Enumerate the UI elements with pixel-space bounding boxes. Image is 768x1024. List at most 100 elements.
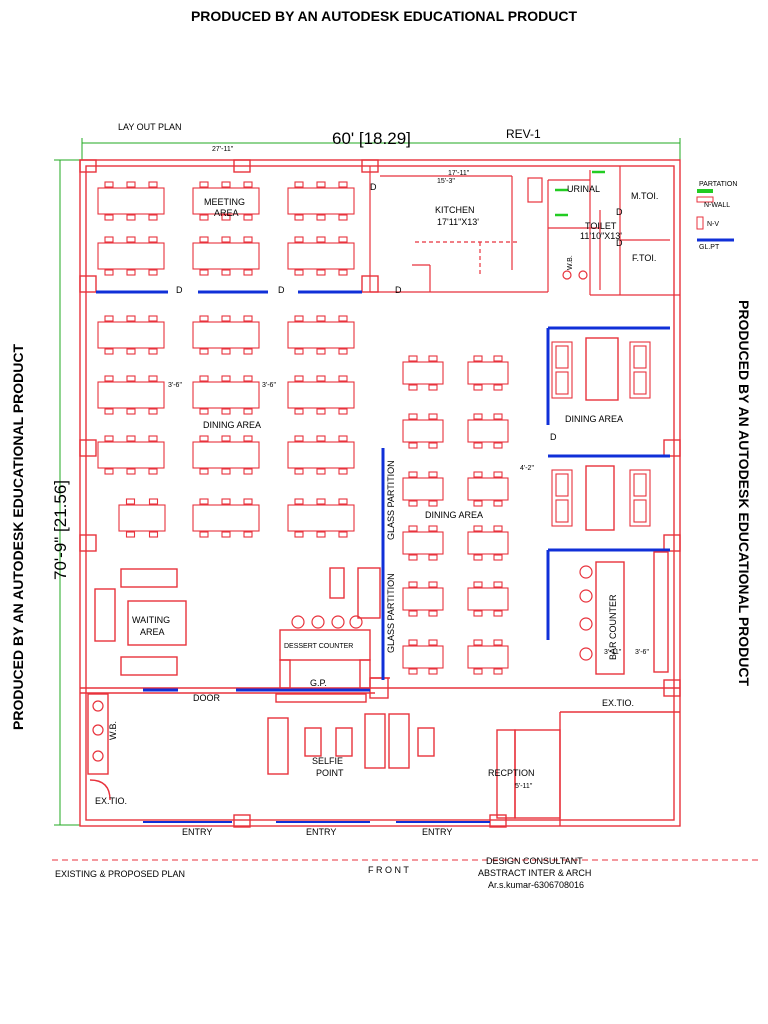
- table-top: [402, 531, 444, 555]
- long-table: [287, 236, 355, 276]
- chair: [473, 355, 483, 362]
- chair: [493, 668, 503, 675]
- wash-basin: [92, 750, 104, 762]
- sofa: [629, 469, 651, 527]
- door-mark-3: D: [395, 285, 402, 295]
- counter-stool: [349, 615, 363, 629]
- plan-title: LAY OUT PLAN: [118, 122, 182, 132]
- long-table: [287, 181, 355, 221]
- chair: [338, 435, 348, 442]
- table-top: [402, 587, 444, 611]
- counter-stool: [291, 615, 305, 629]
- chair: [221, 498, 231, 505]
- door-mark-5: D: [616, 207, 623, 217]
- sofa: [551, 341, 573, 399]
- chair: [493, 639, 503, 646]
- chair: [148, 181, 158, 188]
- chair: [473, 500, 483, 507]
- chair: [294, 408, 304, 415]
- chair: [199, 531, 209, 538]
- long-table: [192, 435, 260, 475]
- chair: [408, 355, 418, 362]
- long-table: [97, 375, 165, 415]
- chair: [408, 610, 418, 617]
- chair: [243, 375, 253, 382]
- chair: [294, 315, 304, 322]
- dining-area-left-label: DINING AREA: [203, 420, 261, 430]
- chair: [428, 471, 438, 478]
- chair: [473, 413, 483, 420]
- chair: [148, 236, 158, 243]
- chair: [294, 435, 304, 442]
- chair: [473, 554, 483, 561]
- chair: [294, 468, 304, 475]
- height-dimension: 70'-9" [21.56]: [51, 480, 70, 580]
- wb-top-label: W.B.: [567, 255, 574, 270]
- chair: [126, 468, 136, 475]
- small-table: [402, 525, 444, 561]
- glass-partition-label-2: GLASS PARTITION: [386, 573, 396, 653]
- long-table: [97, 315, 165, 355]
- sofa-cushion: [555, 473, 569, 497]
- chair: [316, 468, 326, 475]
- toilet-label: TOILET: [585, 221, 617, 231]
- chair: [243, 315, 253, 322]
- sofa-cushion: [633, 345, 647, 369]
- table-top: [402, 645, 444, 669]
- chair: [199, 236, 209, 243]
- dim-kitchen-top2: 17'-11": [448, 170, 470, 177]
- chair: [199, 498, 209, 505]
- legend-nv-label: N-V: [707, 221, 719, 228]
- table-top: [402, 419, 444, 443]
- chair: [221, 181, 231, 188]
- table-top: [192, 242, 260, 270]
- chair: [294, 498, 304, 505]
- chair: [126, 435, 136, 442]
- chair: [408, 384, 418, 391]
- chair: [338, 315, 348, 322]
- table-top: [118, 504, 166, 532]
- chair: [125, 531, 136, 538]
- chair: [338, 375, 348, 382]
- table-top: [97, 187, 165, 215]
- chair: [104, 214, 114, 221]
- chair: [428, 554, 438, 561]
- chair: [294, 214, 304, 221]
- watermark-top: PRODUCED BY AN AUTODESK EDUCATIONAL PROD…: [190, 8, 578, 24]
- dim-top-overall: 27'-11": [212, 146, 234, 153]
- chair: [148, 348, 158, 355]
- dim-table-gap-2: 3'-6": [262, 382, 276, 389]
- chair: [126, 375, 136, 382]
- chair: [493, 384, 503, 391]
- door-mark-4: D: [370, 182, 377, 192]
- chair: [338, 269, 348, 276]
- entry-label-1: ENTRY: [182, 827, 212, 837]
- chair: [428, 500, 438, 507]
- small-table: [467, 413, 509, 449]
- chair: [243, 408, 253, 415]
- front-label: F R O N T: [368, 865, 409, 875]
- selfie-label-1: SELFIE: [312, 756, 343, 766]
- dim-dining: 4'-2": [520, 465, 534, 472]
- legend-nv-swatch: [696, 216, 704, 230]
- chair: [243, 181, 253, 188]
- table-top: [97, 381, 165, 409]
- table-top: [192, 504, 260, 532]
- table-top: [97, 242, 165, 270]
- chair: [473, 610, 483, 617]
- chair: [408, 581, 418, 588]
- chair: [408, 500, 418, 507]
- chair: [473, 471, 483, 478]
- table-top: [287, 441, 355, 469]
- small-table: [402, 471, 444, 507]
- wash-basin: [92, 700, 104, 712]
- chair: [473, 639, 483, 646]
- outer-walls: [79, 159, 681, 828]
- chair: [408, 639, 418, 646]
- dim-kitchen-top: 15'-3": [437, 178, 455, 185]
- chair: [243, 236, 253, 243]
- long-table: [192, 181, 260, 221]
- bar-stools: [92, 565, 593, 762]
- door-mark-6: D: [616, 238, 623, 248]
